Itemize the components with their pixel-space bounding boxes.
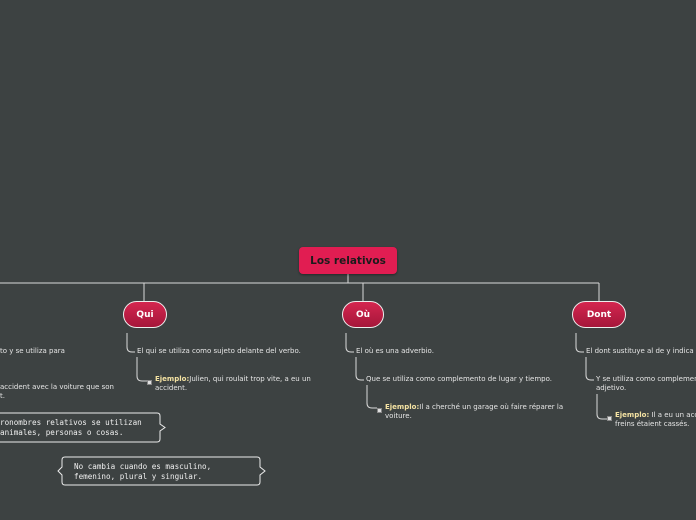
note-relative-pronouns[interactable]: ronombres relativos se utilizan animales… xyxy=(0,418,142,437)
ou-def-connector xyxy=(345,333,354,353)
ou-use-connector xyxy=(355,357,364,381)
dont-example-bullet-icon xyxy=(607,416,612,421)
root-topic[interactable]: Los relativos xyxy=(299,247,397,274)
ou-example-line1: Il a cherché un garage où faire réparer … xyxy=(419,403,564,411)
dont-use-connector xyxy=(585,357,594,381)
root-topic-label: Los relativos xyxy=(310,254,386,267)
left-branch-text-2-line2: t. xyxy=(0,392,5,400)
ou-example[interactable]: Ejemplo:Il a cherché un garage où faire … xyxy=(385,403,563,421)
dont-example-connector xyxy=(596,394,607,420)
ou-example-connector xyxy=(366,385,377,409)
ou-definition[interactable]: El où es una adverbio. xyxy=(356,347,434,355)
topic-dont-label: Dont xyxy=(586,309,612,320)
dont-example[interactable]: Ejemplo: Il a eu un acci freins étaient … xyxy=(615,411,696,429)
qui-example-line2: accident. xyxy=(155,384,188,392)
qui-example-bullet-icon xyxy=(147,380,152,385)
ou-example-label: Ejemplo: xyxy=(385,403,420,411)
left-branch-text-2[interactable]: accident avec la voiture que son t. xyxy=(0,383,114,401)
left-branch-text-2-line1: accident avec la voiture que son xyxy=(0,383,114,391)
topic-ou[interactable]: Où xyxy=(342,301,384,328)
qui-example-connector xyxy=(136,357,147,382)
qui-definition[interactable]: El qui se utiliza como sujeto delante de… xyxy=(137,347,301,355)
note2-outline xyxy=(57,456,266,486)
note1-outline xyxy=(0,412,166,443)
qui-example-line1: Julien, qui roulait trop vite, a eu un xyxy=(189,375,311,383)
dont-example-line2: freins étaient cassés. xyxy=(615,420,690,428)
dont-definition[interactable]: El dont sustituye al de y indica po xyxy=(586,347,696,355)
dont-usage-line2: adjetivo. xyxy=(596,384,627,392)
dont-usage[interactable]: Y se utiliza como complemento adjetivo. xyxy=(596,375,696,393)
dont-example-label: Ejemplo: xyxy=(615,411,650,419)
qui-example[interactable]: Ejemplo:Julien, qui roulait trop vite, a… xyxy=(155,375,311,393)
dont-usage-line1: Y se utiliza como complemento xyxy=(596,375,696,383)
note-no-change[interactable]: No cambia cuando es masculino, femenino,… xyxy=(74,462,212,481)
topic-qui[interactable]: Qui xyxy=(123,301,167,328)
ou-usage[interactable]: Que se utiliza como complemento de lugar… xyxy=(366,375,552,383)
qui-example-label: Ejemplo: xyxy=(155,375,190,383)
left-branch-text-1[interactable]: to y se utiliza para xyxy=(0,347,65,355)
topic-ou-label: Où xyxy=(355,309,371,320)
ou-example-line2: voiture. xyxy=(385,412,412,420)
dont-def-connector xyxy=(575,333,584,353)
qui-def-connector xyxy=(126,333,135,353)
dont-example-line1: Il a eu un acci xyxy=(649,411,696,419)
topic-qui-label: Qui xyxy=(136,309,154,320)
topic-dont[interactable]: Dont xyxy=(572,301,626,328)
ou-example-bullet-icon xyxy=(377,408,382,413)
